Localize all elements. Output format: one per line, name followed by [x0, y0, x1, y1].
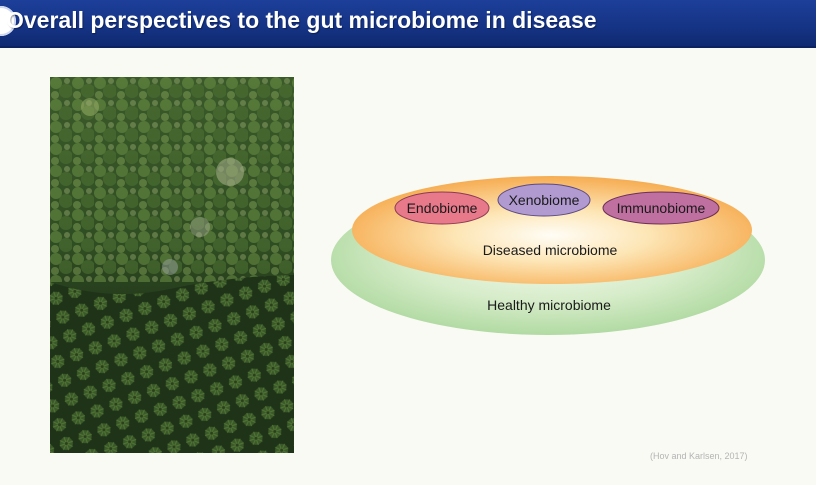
- immunobiome-label: Immunobiome: [617, 200, 706, 216]
- xenobiome-ellipse: [497, 183, 591, 217]
- aerial-forest-photo: [50, 77, 294, 453]
- healthy-microbiome-label: Healthy microbiome: [487, 297, 611, 313]
- microbiome-diagram: Endobiome Xenobiome Immunobiome Diseased…: [331, 176, 765, 335]
- xenobiome-label: Xenobiome: [509, 192, 580, 208]
- slide-header: Overall perspectives to the gut microbio…: [0, 0, 816, 48]
- endobiome-label: Endobiome: [407, 200, 478, 216]
- citation-text: (Hov and Karlsen, 2017): [650, 451, 748, 461]
- immunobiome-ellipse: [602, 191, 720, 225]
- slide-number-badge: [0, 6, 16, 36]
- slide-title: Overall perspectives to the gut microbio…: [6, 7, 597, 33]
- endobiome-ellipse: [394, 191, 490, 225]
- diseased-microbiome-label: Diseased microbiome: [483, 242, 618, 258]
